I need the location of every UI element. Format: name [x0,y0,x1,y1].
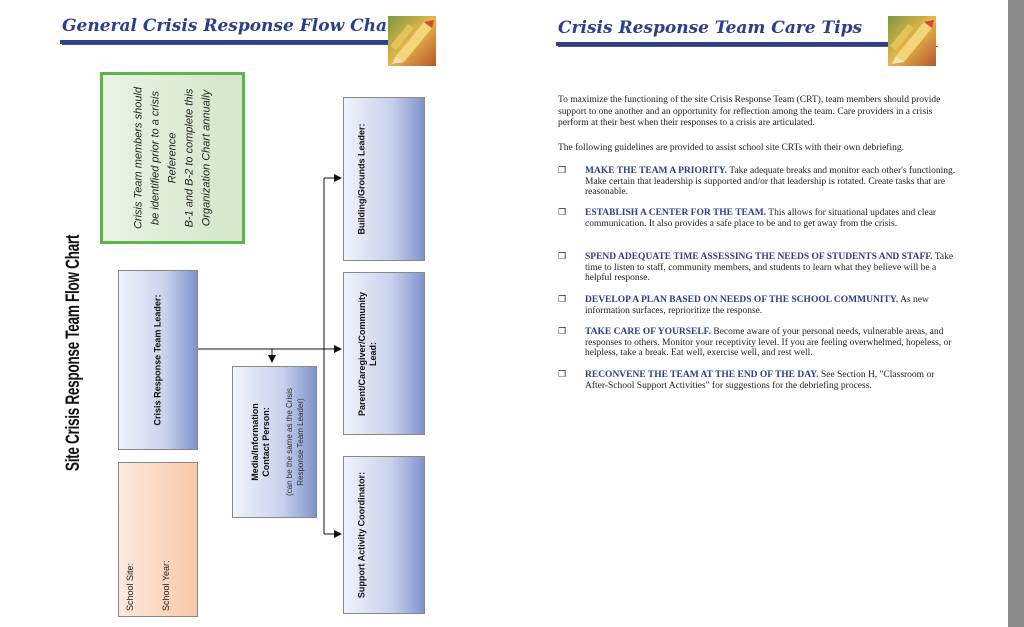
left-title-rule-shadow [62,44,402,45]
team-leader-box: Crisis Response Team Leader: [118,270,198,450]
tip-text: ESTABLISH A CENTER FOR THE TEAM. This al… [585,208,958,229]
tip-body: This allows for situational updates and … [585,208,937,229]
tip-body: Take adequate breaks and monitor each ot… [585,166,956,197]
checkbox-icon: ❒ [558,208,567,218]
school-site-box: School Site: School Year: [118,462,198,617]
tip-text: MAKE THE TEAM A PRIORITY. Take adequate … [585,166,958,198]
tip-text: DEVELOP A PLAN BASED ON NEEDS OF THE SCH… [585,295,958,316]
right-title-rule-shadow [558,46,938,47]
pencil-logo-icon [888,16,936,66]
tip-heading: SPEND ADEQUATE TIME ASSESSING THE NEEDS … [585,252,933,262]
tip-text: SPEND ADEQUATE TIME ASSESSING THE NEEDS … [585,252,958,284]
instruction-note: Crisis Team members should be identified… [100,72,245,244]
tip-heading: ESTABLISH A CENTER FOR THE TEAM. [585,208,767,218]
tip-heading: RECONVENE THE TEAM AT THE END OF THE DAY… [585,370,819,380]
media-contact-box: Media/Information Contact Person: (can b… [232,366,317,518]
right-page-title: Crisis Response Team Care Tips [558,18,863,38]
tip-text: TAKE CARE OF YOURSELF. Become aware of y… [585,327,958,359]
tip-heading: DEVELOP A PLAN BASED ON NEEDS OF THE SCH… [585,295,899,305]
tip-heading: TAKE CARE OF YOURSELF. [585,327,711,337]
tip-body: Take time to listen to staff, community … [585,252,954,283]
parent-lead-box: Parent/Caregiver/Community Lead: [343,272,425,435]
left-page-title: General Crisis Response Flow Chart [62,16,404,36]
tip-body: See Section H, "Classroom or After-Schoo… [585,370,935,391]
pencil-logo-icon [388,16,436,66]
checkbox-icon: ❒ [558,252,567,262]
checkbox-icon: ❒ [558,327,567,337]
tip-body: As new information surfaces, reprioritiz… [585,295,929,316]
right-title-rule [556,42,936,46]
intro-paragraph: To maximize the functioning of the site … [558,95,941,128]
building-leader-box: Building/Grounds Leader: [343,97,425,261]
checkbox-icon: ❒ [558,370,567,380]
checkbox-icon: ❒ [558,295,567,305]
page-edge-strip [1008,0,1024,627]
left-title-rule [60,40,400,44]
lead-paragraph: The following guidelines are provided to… [558,143,904,153]
tip-heading: MAKE THE TEAM A PRIORITY. [585,166,728,176]
checkbox-icon: ❒ [558,166,567,176]
tip-body: Become aware of your personal needs, vul… [585,327,952,358]
support-coordinator-box: Support Activity Coordinator: [343,456,425,614]
tip-text: RECONVENE THE TEAM AT THE END OF THE DAY… [585,370,958,391]
